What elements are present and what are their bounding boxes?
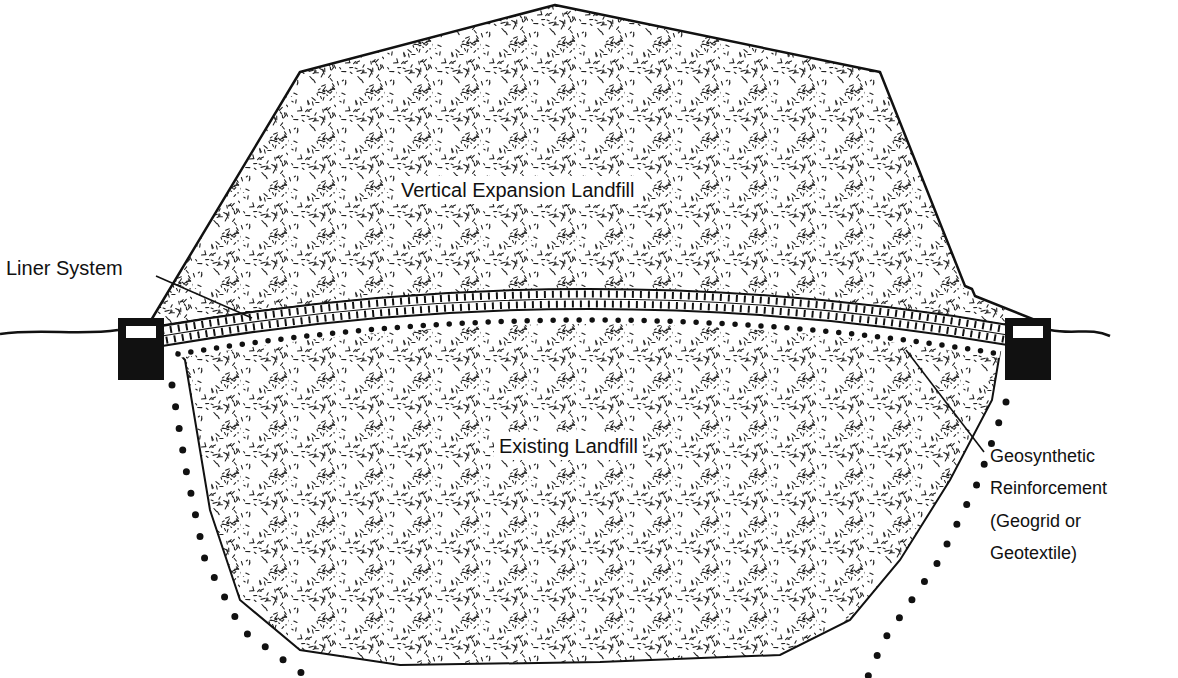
existing-landfill bbox=[178, 318, 1000, 665]
anchor-trench bbox=[126, 326, 156, 338]
part-label: Liner System bbox=[6, 256, 123, 280]
leader-line bbox=[156, 276, 252, 318]
anchor-trench bbox=[118, 318, 164, 380]
geosynthetic-reinforcement bbox=[178, 320, 1000, 354]
ground-line bbox=[1050, 330, 1110, 336]
part-label: Geosynthetic Reinforcement (Geogrid or G… bbox=[990, 440, 1168, 570]
leader-line bbox=[906, 350, 984, 452]
region-label: Vertical Expansion Landfill bbox=[396, 176, 639, 204]
region-label: Existing Landfill bbox=[494, 432, 643, 460]
ground-line bbox=[0, 330, 118, 334]
anchor-trench bbox=[1005, 318, 1051, 380]
vertical-expansion-mound bbox=[150, 5, 1040, 326]
anchor-trench bbox=[1013, 326, 1043, 338]
reinforcement-ground bbox=[178, 320, 1000, 354]
